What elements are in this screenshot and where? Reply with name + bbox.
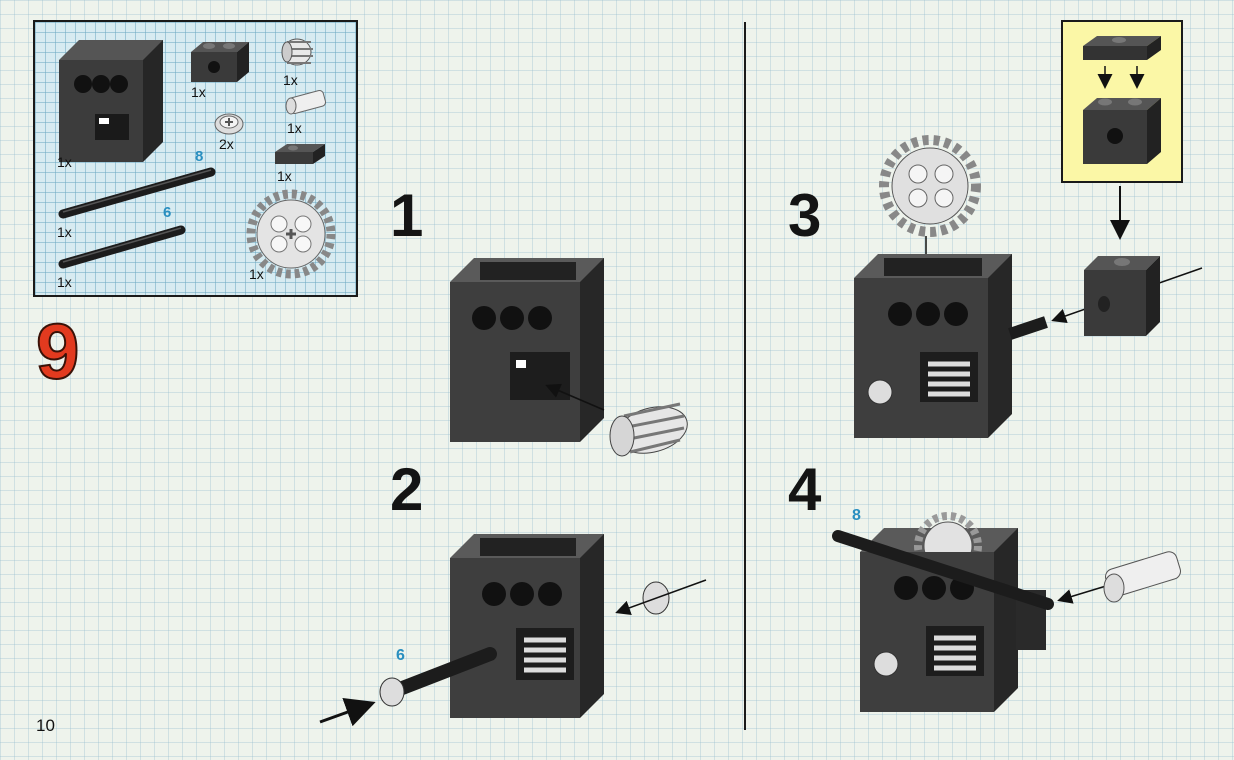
step-1-number: 1 xyxy=(390,182,424,249)
column-divider xyxy=(744,22,746,730)
step-4-illustration xyxy=(832,512,1181,712)
bush-quantity: 2x xyxy=(219,136,234,152)
worm-gear-quantity: 1x xyxy=(283,72,298,88)
axle-8-length-label: 8 xyxy=(195,148,204,165)
step-2-number: 2 xyxy=(390,456,424,523)
axle-8-part-icon xyxy=(58,167,216,219)
gear-24-quantity: 1x xyxy=(249,266,264,282)
step-3-number: 3 xyxy=(788,182,822,249)
bush-part-icon xyxy=(214,113,244,135)
axle-6-quantity: 1x xyxy=(57,274,72,290)
callout-drawing xyxy=(1083,36,1161,164)
step-1-illustration xyxy=(450,258,688,457)
step-4-number: 4 xyxy=(788,456,822,523)
section-number: 9 xyxy=(35,307,80,395)
step-3-illustration xyxy=(854,135,1203,438)
gear-24-part-icon xyxy=(246,189,336,279)
axle-6-length-label: 6 xyxy=(163,204,172,221)
sub-assembly-callout xyxy=(1061,20,1183,183)
brick-1x2-part-icon xyxy=(191,42,249,82)
gearbox-part-icon xyxy=(59,40,163,162)
parts-drawings xyxy=(58,38,336,279)
worm-gear-part-icon xyxy=(281,38,313,66)
axle-6-part-icon xyxy=(58,225,186,269)
axle-8-quantity: 1x xyxy=(57,224,72,240)
step-2-axle-length: 6 xyxy=(396,647,405,664)
step-4-axle-length: 8 xyxy=(852,507,861,524)
gearbox-quantity: 1x xyxy=(57,154,72,170)
brick-quantity: 1x xyxy=(191,84,206,100)
connector-quantity: 1x xyxy=(287,120,302,136)
parts-list-box: 1x 1x 1x 1x 2x 1x 8 1x 6 1x 1x xyxy=(33,20,358,297)
page-number: 10 xyxy=(36,716,55,735)
axle-connector-part-icon xyxy=(285,90,327,115)
step-2-illustration xyxy=(319,534,707,727)
plate-1x2-part-icon xyxy=(275,144,325,164)
plate-quantity: 1x xyxy=(277,168,292,184)
